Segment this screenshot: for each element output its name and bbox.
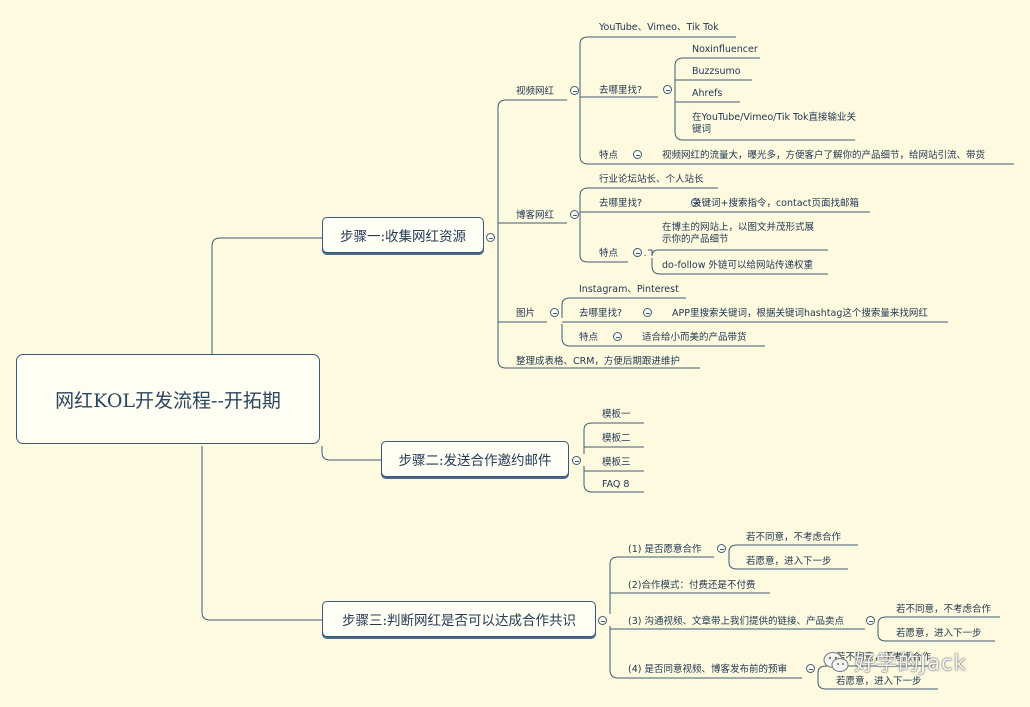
collapse-q3-icon[interactable] — [866, 616, 875, 625]
step3-q3-no[interactable]: 若不同意，不考虑合作 — [896, 604, 992, 615]
step-1-label: 步骤一:收集网红资源 — [339, 229, 467, 245]
watermark-text: 好学的Jack — [854, 651, 967, 675]
collapse-blog-icon[interactable] — [570, 210, 579, 219]
step3-q3[interactable]: (3) 沟通视频、文章带上我们提供的链接、产品卖点 — [628, 616, 844, 627]
step3-q4-yes[interactable]: 若愿意，进入下一步 — [836, 676, 922, 687]
template-1[interactable]: 模板一 — [602, 409, 631, 420]
collapse-video-feature-icon[interactable] — [633, 150, 642, 159]
tool-noxinfluencer[interactable]: Noxinfluencer — [692, 44, 758, 55]
step-3-node[interactable]: 步骤三:判断网红是否可以达成合作共识 — [322, 601, 596, 637]
collapse-video-where-icon[interactable] — [663, 85, 672, 94]
tool-ahrefs[interactable]: Ahrefs — [692, 88, 723, 99]
faq-item[interactable]: FAQ 8 — [602, 479, 630, 490]
step-2-node[interactable]: 步骤二:发送合作邀约邮件 — [381, 441, 569, 477]
image-feature-label[interactable]: 特点 — [579, 332, 599, 343]
video-keyword-search[interactable]: 在YouTube/Vimeo/Tik Tok直接输业关键词 — [692, 112, 857, 135]
blog-where-text[interactable]: 关键词+搜索指令，contact页面找邮箱 — [692, 198, 860, 209]
video-feature-text[interactable]: 视频网红的流量大，曝光多，方便客户了解你的产品细节，给网站引流、带货 — [662, 150, 986, 161]
image-feature-text[interactable]: 适合给小而美的产品带货 — [642, 332, 747, 343]
collapse-image-feature-icon[interactable] — [613, 332, 622, 341]
step3-q4[interactable]: (4) 是否同意视频、博客发布前的预审 — [628, 664, 787, 675]
step3-q1[interactable]: (1) 是否愿意合作 — [628, 544, 702, 555]
step3-q2[interactable]: (2)合作模式：付费还是不付费 — [628, 580, 756, 591]
root-node[interactable]: 网红KOL开发流程--开拓期 — [16, 354, 320, 444]
image-platforms[interactable]: Instagram、Pinterest — [579, 284, 679, 295]
root-title: 网红KOL开发流程--开拓期 — [55, 389, 281, 412]
collapse-image-where-icon[interactable] — [643, 308, 652, 317]
wechat-logo-icon — [822, 650, 850, 674]
collapse-step-3-icon[interactable] — [598, 616, 607, 625]
video-where-label[interactable]: 去哪里找? — [599, 85, 643, 96]
collapse-step-1-icon[interactable] — [486, 233, 495, 242]
collapse-video-icon[interactable] — [570, 86, 579, 95]
template-3[interactable]: 模板三 — [602, 457, 631, 468]
step3-q1-yes[interactable]: 若愿意，进入下一步 — [746, 556, 832, 567]
blog-feature-2[interactable]: do-follow 外链可以给网站传递权重 — [662, 260, 813, 271]
collapse-blog-feature-icon[interactable] — [633, 248, 642, 257]
blog-sources[interactable]: 行业论坛站长、个人站长 — [599, 174, 704, 185]
step-3-label: 步骤三:判断网红是否可以达成合作共识 — [341, 613, 577, 629]
blog-feature-label[interactable]: 特点 — [599, 248, 619, 259]
watermark: 好学的Jack — [822, 644, 1022, 680]
template-2[interactable]: 模板二 — [602, 433, 631, 444]
step3-q3-yes[interactable]: 若愿意，进入下一步 — [896, 628, 982, 639]
blog-feature-1[interactable]: 在博主的网站上，以图文并茂形式展示你的产品细节 — [662, 222, 815, 245]
organize-note[interactable]: 整理成表格、CRM，方便后期跟进维护 — [516, 356, 680, 367]
collapse-image-icon[interactable] — [550, 308, 559, 317]
video-kol-label[interactable]: 视频网红 — [516, 86, 555, 97]
video-feature-label[interactable]: 特点 — [599, 150, 619, 161]
step-2-label: 步骤二:发送合作邀约邮件 — [398, 453, 552, 469]
collapse-blog-where-icon[interactable] — [691, 198, 700, 207]
collapse-q1-icon[interactable] — [717, 544, 726, 553]
video-platforms[interactable]: YouTube、Vimeo、Tik Tok — [599, 22, 719, 33]
image-where-text[interactable]: APP里搜索关键词，根据关键词hashtag这个搜索量来找网红 — [672, 308, 928, 319]
tool-buzzsumo[interactable]: Buzzsumo — [692, 66, 741, 77]
blog-kol-label[interactable]: 博客网红 — [516, 210, 555, 221]
blog-where-label[interactable]: 去哪里找? — [599, 198, 643, 209]
step3-q4-no[interactable]: 若不同意，不考虑合作 — [836, 652, 932, 663]
image-kol-label[interactable]: 图片 — [516, 308, 536, 319]
collapse-step-2-icon[interactable] — [572, 456, 581, 465]
image-where-label[interactable]: 去哪里找? — [579, 308, 623, 319]
collapse-q4-icon[interactable] — [806, 664, 815, 673]
step3-q1-no[interactable]: 若不同意，不考虑合作 — [746, 532, 842, 543]
step-1-node[interactable]: 步骤一:收集网红资源 — [322, 217, 484, 253]
